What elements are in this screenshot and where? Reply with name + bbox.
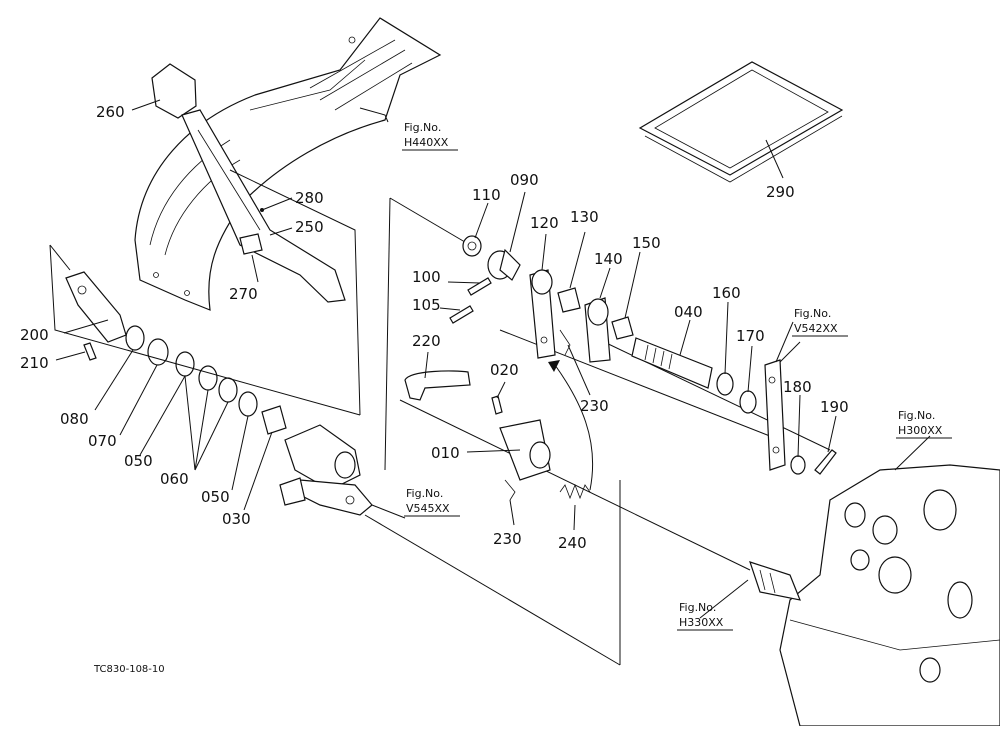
part-label-190: 190 (820, 398, 849, 416)
svg-text:H440XX: H440XX (404, 136, 449, 149)
fig-ref-v542: Fig.No. V542XX (792, 307, 848, 337)
manual-book-290 (638, 61, 844, 183)
bushing-130 (557, 287, 581, 313)
part-label-140: 140 (594, 250, 623, 268)
fig-ref-v545: Fig.No. V545XX (404, 487, 460, 517)
part-label-210: 210 (20, 354, 49, 372)
part-label-160: 160 (712, 284, 741, 302)
leader-lines (55, 99, 931, 619)
part-label-110: 110 (472, 186, 501, 204)
fig-ref-h300: Fig.No. H300XX (896, 409, 952, 439)
part-label-040: 040 (674, 303, 703, 321)
shaft-040 (631, 337, 713, 389)
svg-text:Fig.No.: Fig.No. (404, 121, 441, 134)
figure-references: Fig.No. H440XX Fig.No. V542XX Fig.No. H3… (402, 121, 952, 631)
control-lever (151, 63, 346, 303)
part-label-100: 100 (412, 268, 441, 286)
housing-h300 (749, 464, 1000, 727)
part-label-220: 220 (412, 332, 441, 350)
part-label-080: 080 (60, 410, 89, 428)
arm-120 (529, 269, 556, 359)
plate-v542 (764, 359, 786, 471)
part-label-060: 060 (160, 470, 189, 488)
svg-text:Fig.No.: Fig.No. (406, 487, 443, 500)
svg-text:Fig.No.: Fig.No. (898, 409, 935, 422)
part-label-260: 260 (96, 103, 125, 121)
part-label-070: 070 (88, 432, 117, 450)
pin-020 (491, 395, 503, 415)
part-label-240: 240 (558, 534, 587, 552)
washer-110 (462, 235, 482, 257)
part-label-020: 020 (490, 361, 519, 379)
pin-210 (83, 342, 97, 361)
svg-text:H300XX: H300XX (898, 424, 943, 437)
part-label-010: 010 (431, 444, 460, 462)
rod-220 (404, 370, 471, 401)
part-label-230-b: 230 (493, 530, 522, 548)
direction-arrow (548, 360, 594, 491)
pivot-bracket (279, 424, 373, 516)
lever-arm-200 (65, 271, 127, 343)
washer-180-pin-190 (790, 449, 837, 475)
svg-text:H330XX: H330XX (679, 616, 724, 629)
svg-text:V545XX: V545XX (406, 502, 450, 515)
spring-240 (559, 483, 591, 500)
part-label-270: 270 (229, 285, 258, 303)
bracket-plate (134, 17, 442, 311)
part-label-180: 180 (783, 378, 812, 396)
fig-ref-h440: Fig.No. H440XX (402, 121, 458, 151)
part-label-200: 200 (20, 326, 49, 344)
bolt-270 (239, 233, 263, 255)
part-label-050-b: 050 (201, 488, 230, 506)
pins-100-105 (449, 277, 492, 324)
part-label-030: 030 (222, 510, 251, 528)
svg-text:Fig.No.: Fig.No. (679, 601, 716, 614)
part-label-280: 280 (295, 189, 324, 207)
svg-text:V542XX: V542XX (794, 322, 838, 335)
part-label-250: 250 (295, 218, 324, 236)
part-label-150: 150 (632, 234, 661, 252)
part-labels: 260 280 250 270 200 210 080 070 050 060 … (20, 103, 849, 552)
collar-090 (487, 248, 521, 281)
part-label-120: 120 (530, 214, 559, 232)
fig-ref-h330: Fig.No. H330XX (677, 601, 733, 631)
part-label-090: 090 (510, 171, 539, 189)
arm-140 (584, 297, 611, 363)
part-label-290: 290 (766, 183, 795, 201)
part-label-130: 130 (570, 208, 599, 226)
arm-010 (499, 419, 551, 481)
part-label-050-a: 050 (124, 452, 153, 470)
drawing-code: TC830-108-10 (93, 664, 165, 675)
clips-230 (504, 329, 571, 501)
part-label-105: 105 (412, 296, 441, 314)
washer-150 (611, 316, 634, 340)
svg-text:Fig.No.: Fig.No. (794, 307, 831, 320)
washer-stack (125, 325, 287, 435)
part-label-230-a: 230 (580, 397, 609, 415)
washers-160-170 (716, 372, 757, 414)
part-label-170: 170 (736, 327, 765, 345)
